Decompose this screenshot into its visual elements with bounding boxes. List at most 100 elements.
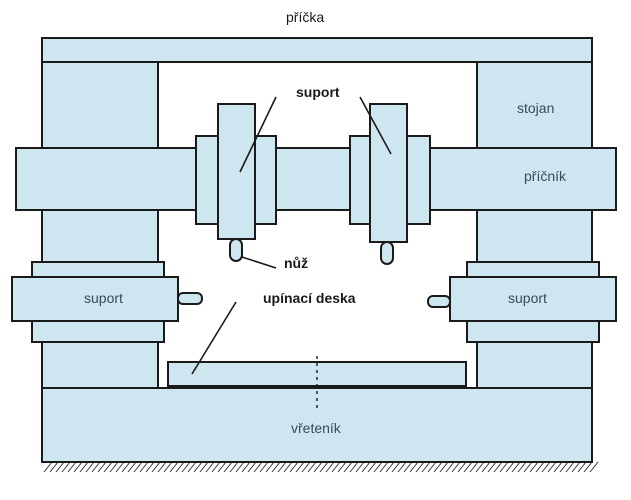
hatch-line	[499, 461, 509, 473]
hatch-line	[583, 461, 593, 473]
hatch-line	[85, 461, 95, 473]
label-pricnik: příčník	[524, 168, 567, 184]
hatch-line	[259, 461, 269, 473]
hatch-line	[493, 461, 503, 473]
leader-upinaci-deska	[191, 301, 237, 375]
ground-hatching	[43, 461, 599, 473]
hatch-line	[307, 461, 317, 473]
hatch-line	[265, 461, 275, 473]
hatch-line	[127, 461, 137, 473]
hatch-line	[343, 461, 353, 473]
right-side-tool	[427, 295, 451, 308]
hatch-line	[319, 461, 329, 473]
right-tool	[380, 241, 394, 265]
hatch-line	[337, 461, 347, 473]
left-tool	[229, 238, 243, 262]
hatch-line	[313, 461, 323, 473]
hatch-line	[397, 461, 407, 473]
hatch-line	[355, 461, 365, 473]
hatch-line	[181, 461, 191, 473]
hatch-line	[481, 461, 491, 473]
hatch-line	[427, 461, 437, 473]
hatch-line	[373, 461, 383, 473]
hatch-line	[559, 461, 569, 473]
hatch-line	[331, 461, 341, 473]
hatch-line	[553, 461, 563, 473]
hatch-line	[385, 461, 395, 473]
label-suport-right: suport	[508, 290, 547, 306]
hatch-line	[439, 461, 449, 473]
hatch-line	[121, 461, 131, 473]
hatch-line	[151, 461, 161, 473]
top-left-support	[217, 103, 256, 240]
hatch-line	[415, 461, 425, 473]
hatch-line	[367, 461, 377, 473]
hatch-line	[469, 461, 479, 473]
label-suport-left: suport	[84, 290, 123, 306]
hatch-line	[229, 461, 239, 473]
hatch-line	[517, 461, 527, 473]
hatch-line	[247, 461, 257, 473]
hatch-line	[475, 461, 485, 473]
hatch-line	[115, 461, 125, 473]
hatch-line	[505, 461, 515, 473]
hatch-line	[241, 461, 251, 473]
label-nuz: nůž	[284, 255, 308, 271]
hatch-line	[193, 461, 203, 473]
right-side-support	[449, 276, 617, 322]
hatch-line	[175, 461, 185, 473]
hatch-line	[67, 461, 77, 473]
hatch-line	[523, 461, 533, 473]
hatch-line	[409, 461, 419, 473]
hatch-line	[535, 461, 545, 473]
label-vretenik: vřeteník	[291, 420, 342, 436]
hatch-line	[361, 461, 371, 473]
label-upinaci-deska: upínací deska	[263, 290, 356, 306]
hatch-line	[157, 461, 167, 473]
hatch-line	[289, 461, 299, 473]
hatch-line	[163, 461, 173, 473]
hatch-line	[349, 461, 359, 473]
hatch-line	[541, 461, 551, 473]
hatch-line	[79, 461, 89, 473]
hatch-line	[589, 461, 599, 473]
hatch-line	[253, 461, 263, 473]
hatch-line	[457, 461, 467, 473]
hatch-line	[187, 461, 197, 473]
hatch-line	[511, 461, 521, 473]
hatch-line	[169, 461, 179, 473]
hatch-line	[55, 461, 65, 473]
label-stojan: stojan	[517, 100, 554, 116]
hatch-line	[379, 461, 389, 473]
hatch-line	[277, 461, 287, 473]
hatch-line	[103, 461, 113, 473]
top-crossbeam	[41, 37, 593, 63]
hatch-line	[109, 461, 119, 473]
left-side-tool	[177, 292, 203, 305]
hatch-line	[577, 461, 587, 473]
hatch-line	[487, 461, 497, 473]
cross-rail	[15, 147, 617, 211]
label-pricka: příčka	[286, 9, 324, 25]
hatch-line	[451, 461, 461, 473]
hatch-line	[205, 461, 215, 473]
hatch-line	[133, 461, 143, 473]
hatch-line	[91, 461, 101, 473]
hatch-line	[217, 461, 227, 473]
leader-nuz	[241, 256, 277, 269]
leader-suport-left	[239, 96, 277, 173]
hatch-line	[97, 461, 107, 473]
hatch-line	[211, 461, 221, 473]
hatch-line	[547, 461, 557, 473]
hatch-line	[391, 461, 401, 473]
hatch-line	[295, 461, 305, 473]
hatch-line	[403, 461, 413, 473]
hatch-line	[43, 461, 53, 473]
hatch-line	[199, 461, 209, 473]
hatch-line	[421, 461, 431, 473]
hatch-line	[529, 461, 539, 473]
hatch-line	[565, 461, 575, 473]
hatch-line	[571, 461, 581, 473]
